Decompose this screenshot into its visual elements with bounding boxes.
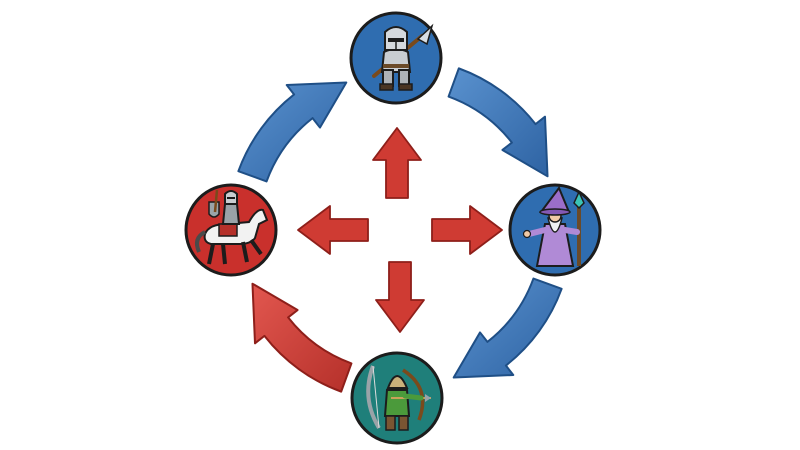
armored-knight-spear-icon: [372, 23, 434, 91]
center-arrow-right: [431, 205, 503, 255]
node-cavalry: [184, 183, 278, 277]
cycle-arrow-cavalry-to-knight: [237, 81, 348, 183]
cycle-arrow-knight-to-wizard: [447, 67, 549, 178]
cycle-arrows: [237, 67, 563, 393]
cavalry-rider-horse-icon: [195, 189, 269, 265]
node-archer: [350, 351, 444, 445]
node-knight: [349, 11, 443, 105]
cycle-arrow-archer-to-cavalry: [251, 282, 353, 393]
center-arrows: [297, 127, 503, 333]
node-wizard: [508, 183, 602, 277]
cycle-arrow-wizard-to-archer: [452, 277, 563, 379]
archer-bow-icon: [366, 365, 431, 431]
center-arrow-down: [375, 261, 425, 333]
center-arrow-up: [372, 127, 422, 199]
wizard-staff-icon: [522, 186, 585, 267]
center-arrow-left: [297, 205, 369, 255]
